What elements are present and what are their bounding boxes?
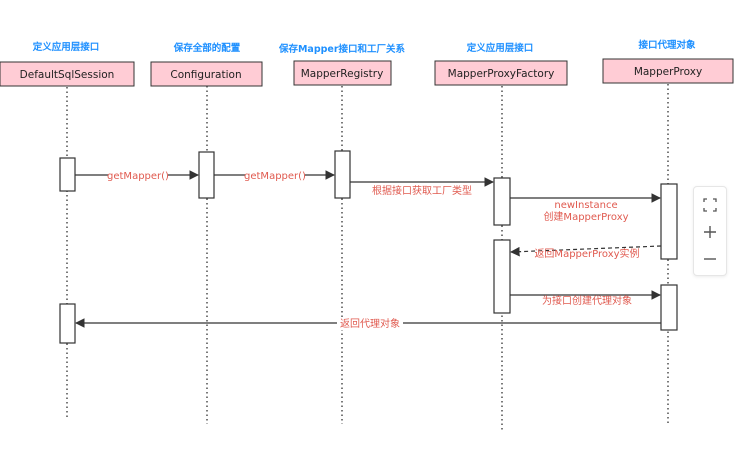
participant-session-box[interactable] — [0, 61, 135, 87]
activation-session-1 — [59, 157, 76, 192]
zoom-in-button[interactable] — [694, 218, 726, 246]
message-m4-label-line1: newInstance — [554, 200, 617, 211]
participant-session-label: DefaultSqlSession — [20, 69, 115, 81]
participant-proxy-label: MapperProxy — [634, 66, 702, 78]
message-m7-label: 返回代理对象 — [340, 317, 400, 330]
participant-registry-label: MapperRegistry — [301, 68, 384, 80]
activation-factory-2 — [493, 239, 511, 314]
activation-session-2 — [59, 303, 76, 344]
message-m1-label: getMapper() — [107, 171, 169, 182]
note-proxy: 接口代理对象 — [638, 39, 696, 51]
fit-screen-icon — [703, 198, 717, 212]
message-m6-label: 为接口创建代理对象 — [542, 294, 632, 307]
activation-proxy-1 — [660, 183, 678, 260]
note-factory: 定义应用层接口 — [466, 42, 534, 54]
participant-factory-box[interactable] — [434, 60, 568, 86]
zoom-control-panel — [693, 186, 727, 276]
fit-screen-button[interactable] — [694, 191, 726, 219]
message-m5-label: 返回MapperProxy实例 — [534, 247, 639, 260]
message-m2-label: getMapper() — [244, 171, 306, 182]
activation-proxy-2 — [660, 284, 678, 331]
message-m3-label: 根据接口获取工厂类型 — [372, 184, 472, 197]
activation-factory-1 — [493, 177, 511, 226]
zoom-out-icon — [704, 258, 716, 260]
message-m4-label-line2: 创建MapperProxy — [543, 210, 628, 223]
note-session: 定义应用层接口 — [32, 41, 100, 53]
activation-registry-1 — [334, 150, 351, 199]
participant-registry-box[interactable] — [293, 60, 392, 86]
note-registry: 保存Mapper接口和工厂关系 — [278, 43, 406, 55]
participant-proxy-box[interactable] — [602, 58, 734, 84]
zoom-in-icon — [704, 226, 716, 238]
participant-factory-label: MapperProxyFactory — [448, 68, 555, 80]
note-config: 保存全部的配置 — [173, 42, 241, 54]
participant-config-box[interactable] — [150, 61, 263, 87]
participant-config-label: Configuration — [170, 69, 241, 81]
activation-config-1 — [198, 151, 215, 199]
zoom-out-button[interactable] — [694, 245, 726, 273]
